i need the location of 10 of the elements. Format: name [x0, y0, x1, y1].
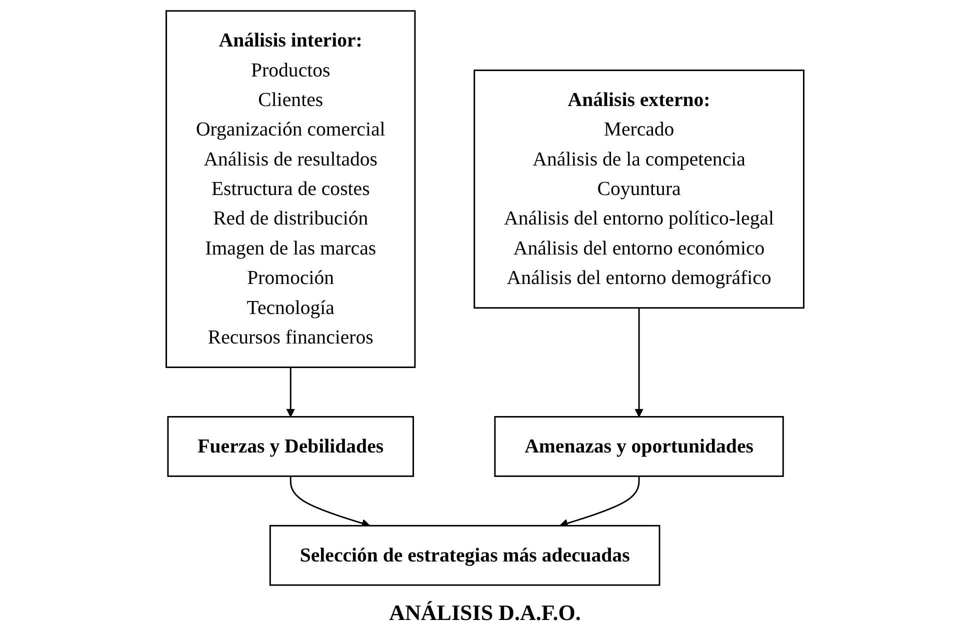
diagram-caption: ANÁLISIS D.A.F.O.: [389, 600, 581, 626]
arrow: [559, 476, 640, 527]
arrow: [286, 366, 295, 417]
node-box: Fuerzas y Debilidades: [167, 416, 414, 476]
node-box: Análisis externo: Mercado Análisis de la competencia Coyuntura Análisis del entorno político-legal Análisis del entorno económico Análisis del entorno demográfico: [474, 69, 804, 308]
node-box: Selección de estrategias más adecuadas: [269, 524, 660, 586]
arrow: [290, 476, 370, 527]
node-box: Análisis interior: Productos Clientes Organización comercial Análisis de resultados Estructura de costes Red de distribución Imagen de las marcas Promoción Tecnología Recursos financieros: [166, 10, 416, 368]
arrow: [634, 307, 644, 417]
node-box: Amenazas y oportunidades: [494, 416, 784, 476]
